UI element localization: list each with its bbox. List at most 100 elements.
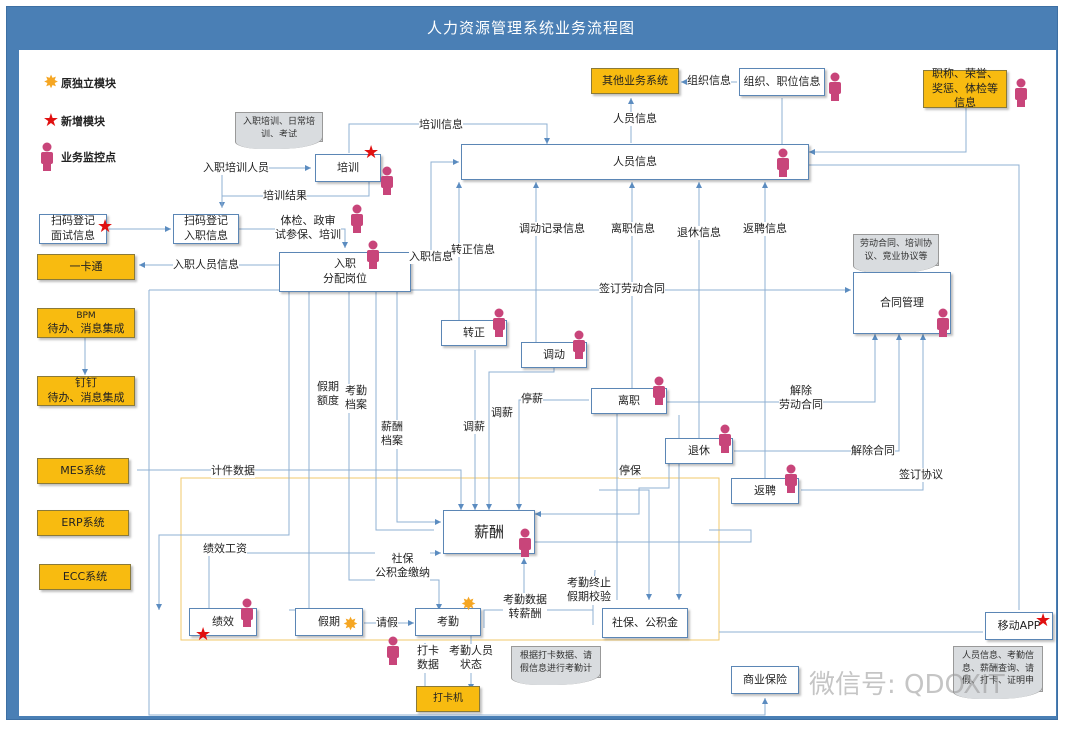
title-honor-box[interactable]: 职称、荣誉、奖惩、体检等信息 [923, 67, 1007, 109]
flow-label-stop-salary: 停薪 [521, 392, 543, 407]
monitor-person-icon [387, 636, 399, 665]
punch-data-line2: 数据 [417, 658, 439, 672]
mobile-app-note: 人员信息、考勤信息、薪酬查询、请假、打卡、证明申请 [953, 646, 1043, 699]
flow-label-training-result: 培训结果 [263, 189, 307, 204]
att-stop-line1: 考勤终止 [567, 576, 611, 589]
page-title: 人力资源管理系统业务流程图 [426, 18, 635, 37]
scan-onboard-box[interactable]: 扫码登记入职信息 [173, 214, 239, 244]
contract-management-box[interactable]: 合同管理 [853, 272, 951, 334]
legend-monitor-point-label: 业务监控点 [61, 151, 116, 164]
onboard-box[interactable]: 入职分配岗位 [279, 252, 411, 292]
monitor-person-icon [367, 240, 379, 269]
flow-label-stop-insurance: 停保 [619, 464, 641, 479]
ecc-system-box[interactable]: ECC系统 [39, 564, 131, 590]
holiday-quota-line1: 假期 [317, 380, 339, 393]
flow-label-terminate-contract: 解除合同 [851, 444, 895, 459]
flow-label-checkup: 体检、政审试参保、培训 [275, 214, 341, 243]
flow-label-att-status: 考勤人员状态 [449, 644, 493, 673]
flow-label-regularize-info: 转正信息 [451, 243, 495, 258]
att-stop-line2: 假期校验 [567, 590, 611, 604]
flow-label-onboard-staff-info: 入职人员信息 [173, 258, 239, 273]
personnel-info-box[interactable]: 人员信息 [461, 144, 809, 180]
holiday-quota-line2: 额度 [317, 394, 339, 408]
scan-onboard-line1: 扫码登记 [184, 214, 228, 228]
flow-label-holiday-quota: 假期额度 [317, 380, 339, 409]
punch-data-line1: 打卡 [417, 644, 439, 657]
monitor-person-icon [1015, 78, 1027, 107]
new-module-star-icon: ★ [1035, 610, 1052, 631]
dingding-line1: 钉钉 [75, 376, 97, 390]
att-to-salary-line1: 考勤数据 [503, 593, 547, 606]
monitor-person-icon [719, 424, 731, 453]
bpm-line1: BPM [76, 310, 96, 321]
monitor-person-icon [653, 376, 665, 405]
holiday-box[interactable]: 假期 [295, 608, 363, 636]
monitor-person-icon [241, 598, 253, 627]
diagram-canvas: ✸ 原独立模块 ★ 新增模块 业务监控点 其他业务系统 组织信息 组织、职位信息… [19, 50, 1056, 716]
training-box[interactable]: 培训 [315, 154, 381, 182]
flow-label-resign-info: 离职信息 [611, 222, 655, 237]
commercial-insurance-box[interactable]: 商业保险 [731, 666, 799, 694]
watermark: 微信号: QDOXIT [809, 670, 1005, 700]
flow-label-org-info: 组织信息 [687, 74, 731, 89]
monitor-person-icon [785, 464, 797, 493]
flow-label-attendance-file: 考勤档案 [345, 384, 367, 413]
salary-zone [180, 477, 720, 641]
punch-machine-box[interactable]: 打卡机 [416, 686, 480, 712]
monitor-person-icon [493, 308, 505, 337]
legend-new-module-label: 新增模块 [61, 114, 105, 128]
flow-label-sign-contract: 签订劳动合同 [599, 282, 665, 297]
legend-original-module-label: 原独立模块 [61, 76, 116, 90]
monitor-person-icon [381, 166, 393, 195]
monitor-person-icon [519, 528, 531, 557]
flow-label-personnel-info-up: 人员信息 [613, 112, 657, 127]
flow-label-piece-data: 计件数据 [211, 464, 255, 479]
training-note: 入职培训、日常培训、考试 [235, 112, 323, 149]
flow-label-training-info: 培训信息 [419, 118, 463, 133]
attendance-box[interactable]: 考勤 [415, 608, 481, 636]
mes-system-box[interactable]: MES系统 [37, 458, 129, 484]
flow-label-punch-data: 打卡数据 [417, 644, 439, 673]
flow-label-att-to-salary: 考勤数据转薪酬 [503, 593, 547, 622]
legend-original-module: ✸ 原独立模块 [41, 72, 116, 93]
salary-file-line1: 薪酬 [381, 420, 403, 433]
scan-interview-line1: 扫码登记 [51, 214, 95, 228]
social-pay-line1: 社保 [391, 552, 414, 565]
flow-label-rehire-info: 返聘信息 [743, 222, 787, 237]
monitor-person-icon [777, 148, 789, 177]
other-business-system-box[interactable]: 其他业务系统 [591, 68, 679, 94]
onboard-line1: 入职 [334, 257, 356, 271]
flow-label-social-fund-pay: 社保公积金缴纳 [375, 552, 430, 581]
att-status-line2: 状态 [460, 658, 482, 672]
org-position-box[interactable]: 组织、职位信息 [739, 68, 825, 96]
new-module-star-icon: ★ [97, 216, 114, 237]
scan-interview-box[interactable]: 扫码登记面试信息 [39, 214, 107, 244]
person-icon [41, 142, 53, 171]
legend-new-module: ★ 新增模块 [41, 110, 105, 131]
new-module-star-icon: ★ [195, 624, 212, 645]
social-fund-box[interactable]: 社保、公积金 [602, 608, 688, 638]
att-to-salary-line2: 转薪酬 [508, 607, 542, 621]
mobile-app-box[interactable]: 移动APP [985, 612, 1053, 640]
flow-label-onboard-training-staff: 入职培训人员 [203, 161, 269, 176]
flow-label-transfer-record: 调动记录信息 [519, 222, 585, 237]
flow-label-checkup-line2: 试参保、培训 [275, 228, 341, 242]
attendance-file-line1: 考勤 [345, 384, 367, 397]
dingding-box[interactable]: 钉钉待办、消息集成 [37, 376, 135, 406]
legend-monitor-point: 业务监控点 [39, 142, 116, 172]
original-module-star-icon: ✸ [461, 594, 477, 615]
flow-label-salary-file: 薪酬档案 [381, 420, 403, 449]
flow-label-att-stop: 考勤终止假期校验 [567, 576, 611, 605]
flow-label-terminate-contract-long: 解除劳动合同 [779, 384, 823, 413]
yikatong-box[interactable]: 一卡通 [37, 254, 135, 280]
scan-onboard-line2: 入职信息 [184, 229, 228, 242]
original-module-star-icon: ✸ [343, 614, 359, 635]
erp-system-box[interactable]: ERP系统 [37, 510, 129, 536]
contract-note: 劳动合同、培训协议、竞业协议等 [853, 234, 939, 273]
monitor-person-icon [351, 204, 363, 233]
flow-label-adjust-salary-2: 调薪 [491, 406, 513, 421]
resign-box[interactable]: 离职 [591, 388, 667, 414]
flow-label-adjust-salary-1: 调薪 [463, 420, 485, 435]
red-star-icon: ★ [42, 110, 60, 131]
